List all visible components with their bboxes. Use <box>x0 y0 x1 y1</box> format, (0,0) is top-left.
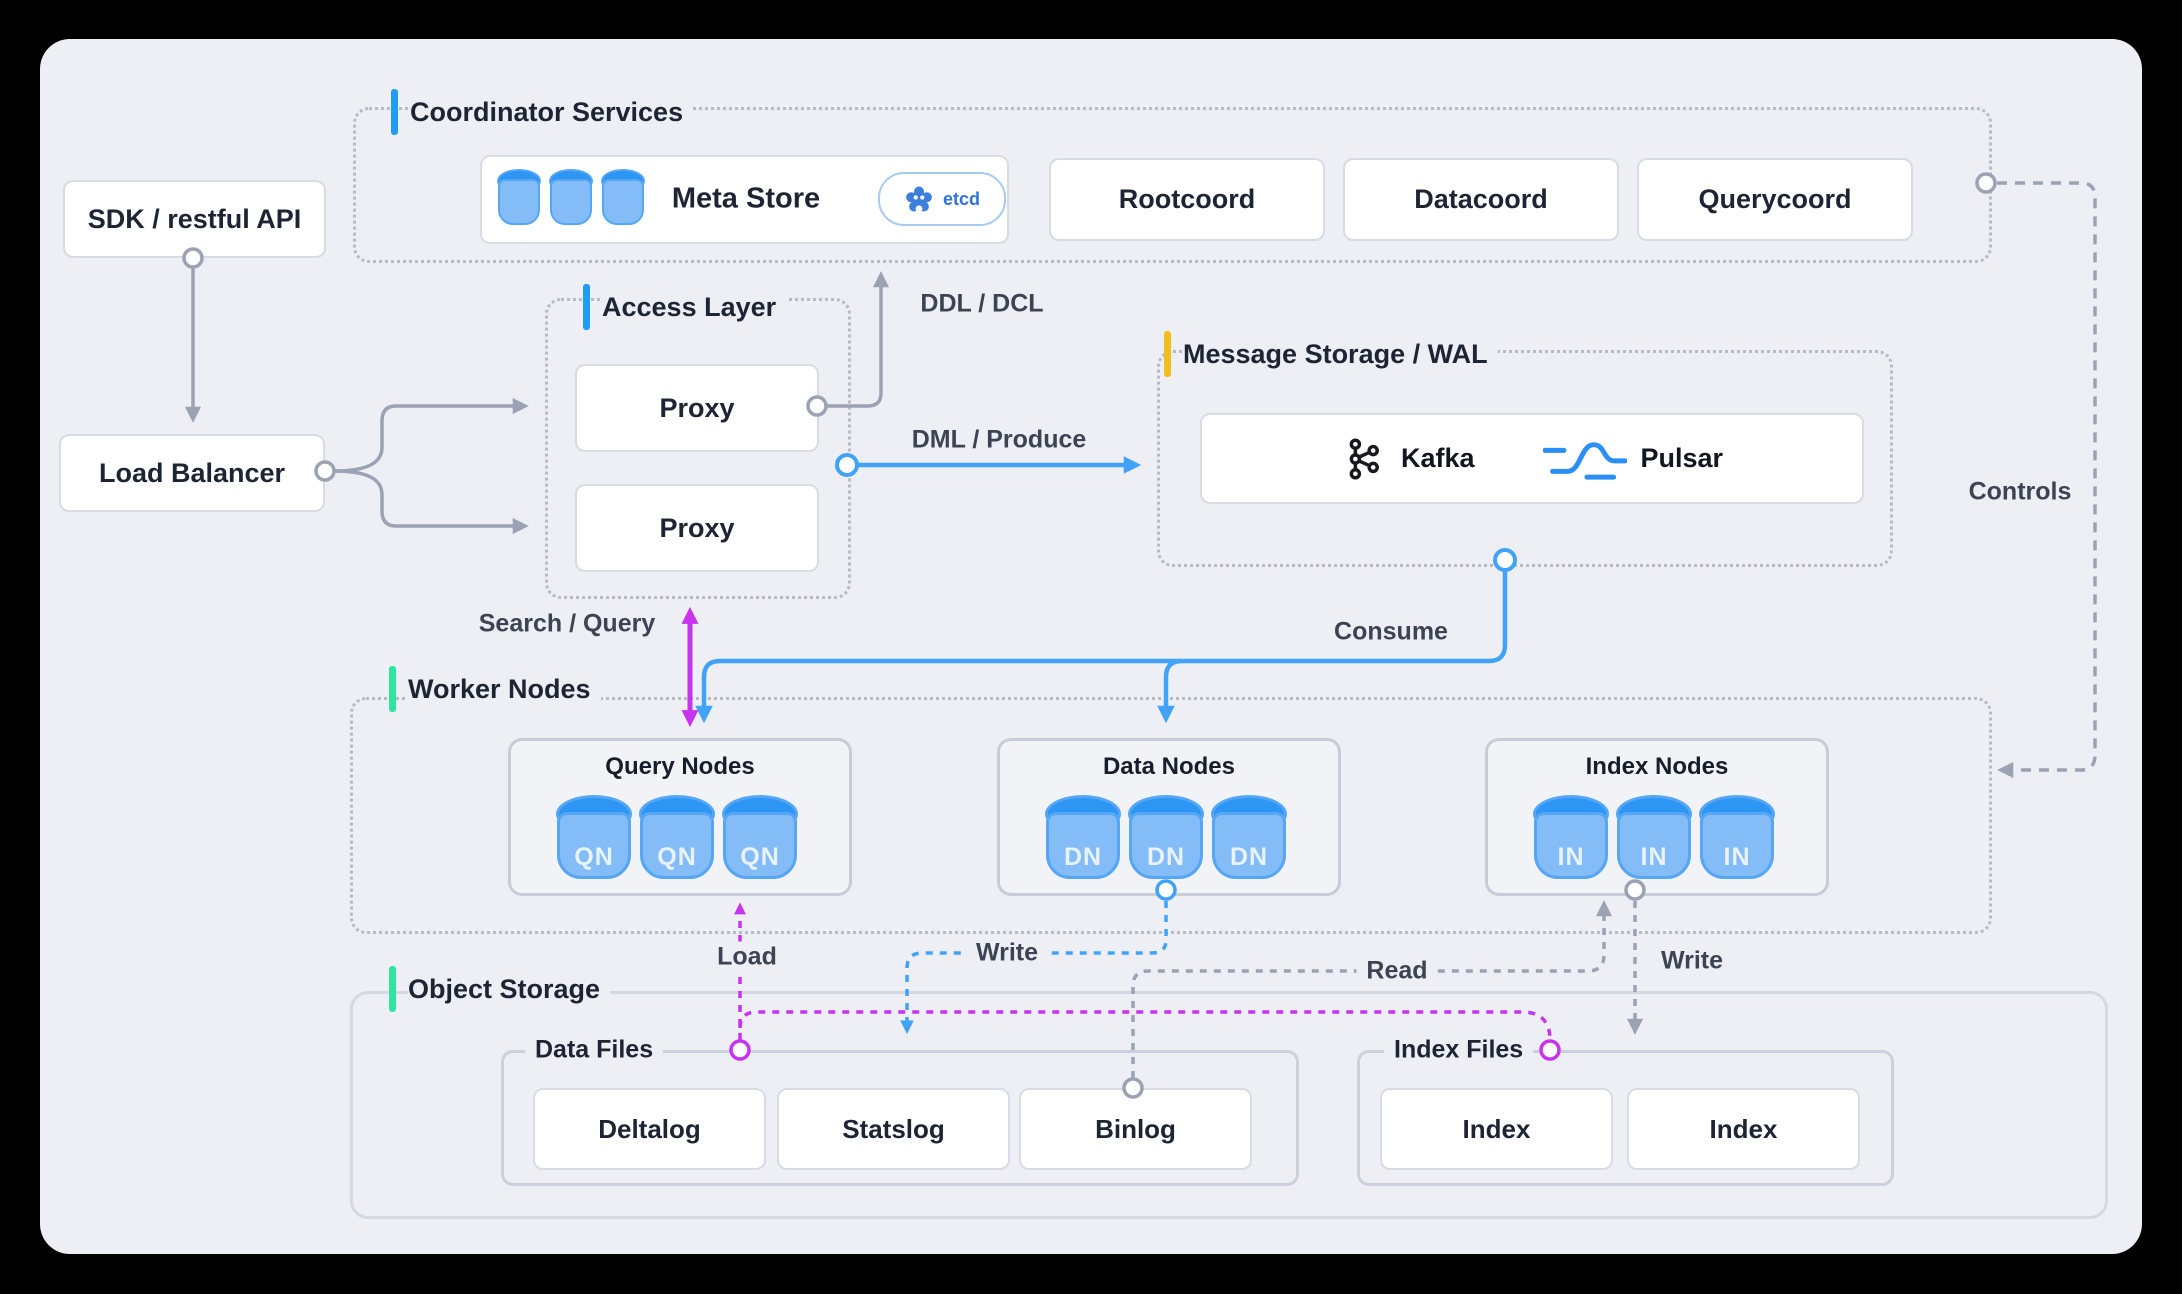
index-label: Index <box>1709 1113 1778 1144</box>
pulsar-icon <box>1542 441 1627 480</box>
proxy-label: Proxy <box>659 512 735 543</box>
database-cylinder-icon <box>601 169 645 225</box>
statslog-node: Statslog <box>777 1088 1010 1170</box>
message-engines-node: Kafka Pulsar <box>1200 413 1864 504</box>
coordinator-services-header: Coordinator Services <box>391 89 694 135</box>
proxy-node-2: Proxy <box>575 484 819 572</box>
index-file-node-1: Index <box>1380 1088 1613 1170</box>
edge-label-search-query: Search / Query <box>478 609 656 638</box>
rootcoord-node: Rootcoord <box>1049 158 1325 241</box>
worker-nodes-header: Worker Nodes <box>389 666 601 712</box>
load-balancer-label: Load Balancer <box>98 457 286 488</box>
index-node-cylinder-icon: IN <box>1616 795 1692 879</box>
edge-label-dml: DML / Produce <box>911 425 1087 454</box>
querycoord-node: Querycoord <box>1637 158 1913 241</box>
binlog-label: Binlog <box>1095 1113 1176 1144</box>
etcd-label: etcd <box>942 188 980 209</box>
edge-label-consume: Consume <box>1334 617 1448 646</box>
etcd-logo-icon <box>906 186 932 213</box>
sdk-label: SDK / restful API <box>87 203 302 234</box>
message-storage-header: Message Storage / WAL <box>1164 331 1498 377</box>
accent-bar-green <box>389 966 396 1012</box>
index-node-cylinder-icon: IN <box>1533 795 1609 879</box>
database-cylinder-icon <box>549 169 593 225</box>
edge-label-controls: Controls <box>1968 477 2072 506</box>
edge-label-read: Read <box>1356 955 1438 987</box>
data-files-title: Data Files <box>525 1034 664 1066</box>
accent-bar-green <box>389 666 396 712</box>
accent-bar-yellow <box>1164 331 1171 377</box>
etcd-badge: etcd <box>878 172 1006 226</box>
datacoord-node: Datacoord <box>1343 158 1619 241</box>
edge-label-load: Load <box>707 941 787 973</box>
load-balancer-node: Load Balancer <box>59 434 325 512</box>
section-title: Coordinator Services <box>410 94 694 130</box>
section-title: Access Layer <box>602 289 787 325</box>
accent-bar-blue <box>391 89 398 135</box>
data-node-cylinder-icon: DN <box>1045 795 1121 879</box>
data-nodes-title: Data Nodes <box>1102 753 1236 780</box>
index-file-node-2: Index <box>1627 1088 1860 1170</box>
section-title: Worker Nodes <box>408 671 601 707</box>
section-title: Object Storage <box>408 971 611 1007</box>
index-nodes-title: Index Nodes <box>1585 753 1729 780</box>
binlog-node: Binlog <box>1019 1088 1252 1170</box>
datacoord-label: Datacoord <box>1414 184 1548 214</box>
rootcoord-label: Rootcoord <box>1118 184 1256 214</box>
data-files-container <box>501 1050 1299 1186</box>
proxy-node-1: Proxy <box>575 364 819 452</box>
sdk-node: SDK / restful API <box>63 180 326 258</box>
database-cylinder-icon <box>497 169 541 225</box>
index-files-container <box>1357 1050 1894 1186</box>
kafka-label: Kafka <box>1400 443 1475 473</box>
index-label: Index <box>1462 1113 1531 1144</box>
querycoord-label: Querycoord <box>1698 184 1852 214</box>
kafka-icon <box>1349 437 1379 480</box>
deltalog-label: Deltalog <box>598 1113 701 1144</box>
message-storage-container <box>1157 350 1893 567</box>
data-node-cylinder-icon: DN <box>1128 795 1204 879</box>
query-node-cylinder-icon: QN <box>722 795 798 879</box>
query-node-cylinder-icon: QN <box>639 795 715 879</box>
deltalog-node: Deltalog <box>533 1088 766 1170</box>
statslog-label: Statslog <box>842 1113 945 1144</box>
query-node-cylinder-icon: QN <box>556 795 632 879</box>
proxy-label: Proxy <box>659 392 735 423</box>
object-storage-header: Object Storage <box>389 966 611 1012</box>
index-node-cylinder-icon: IN <box>1699 795 1775 879</box>
meta-store-label: Meta Store <box>671 182 821 215</box>
data-node-cylinder-icon: DN <box>1211 795 1287 879</box>
index-files-title: Index Files <box>1384 1034 1534 1066</box>
pulsar-label: Pulsar <box>1640 443 1724 473</box>
edge-label-write-index: Write <box>1650 945 1734 977</box>
edge-label-write-data: Write <box>965 937 1049 969</box>
query-nodes-title: Query Nodes <box>605 753 755 780</box>
accent-bar-blue <box>583 284 590 330</box>
edge-label-ddl: DDL / DCL <box>920 289 1044 318</box>
access-layer-header: Access Layer <box>583 284 787 330</box>
section-title: Message Storage / WAL <box>1183 336 1498 372</box>
